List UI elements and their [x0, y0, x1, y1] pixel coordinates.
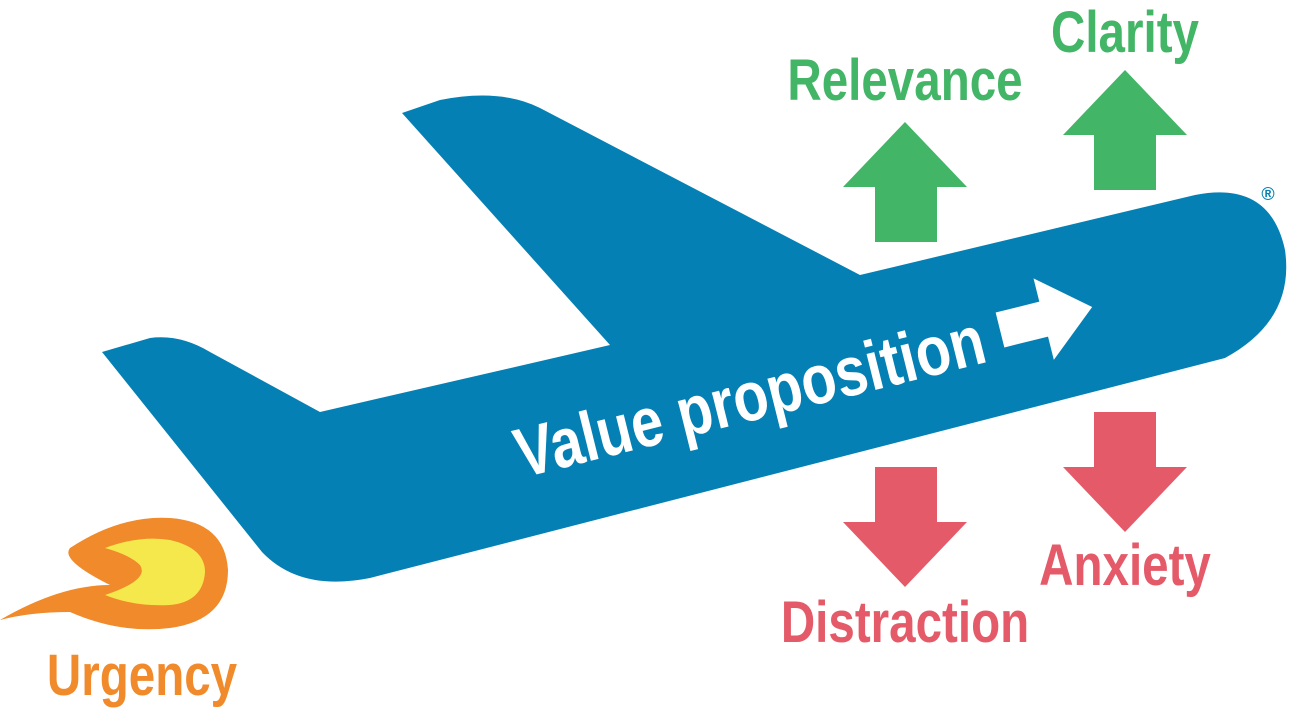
airplane-shape	[102, 95, 1287, 582]
clarity-label: Clarity	[1051, 1, 1199, 66]
anxiety-down-arrow-icon	[1063, 412, 1187, 532]
relevance-up-arrow-icon	[843, 122, 967, 242]
anxiety-label: Anxiety	[1039, 534, 1211, 599]
flame-icon	[0, 517, 228, 630]
distraction-label: Distraction	[781, 591, 1029, 656]
distraction-down-arrow-icon	[843, 467, 967, 587]
urgency-label: Urgency	[47, 644, 238, 709]
registered-mark: ®	[1261, 184, 1274, 204]
clarity-up-arrow-icon	[1063, 70, 1187, 190]
relevance-label: Relevance	[787, 49, 1022, 114]
forward-arrow-icon	[995, 278, 1093, 360]
